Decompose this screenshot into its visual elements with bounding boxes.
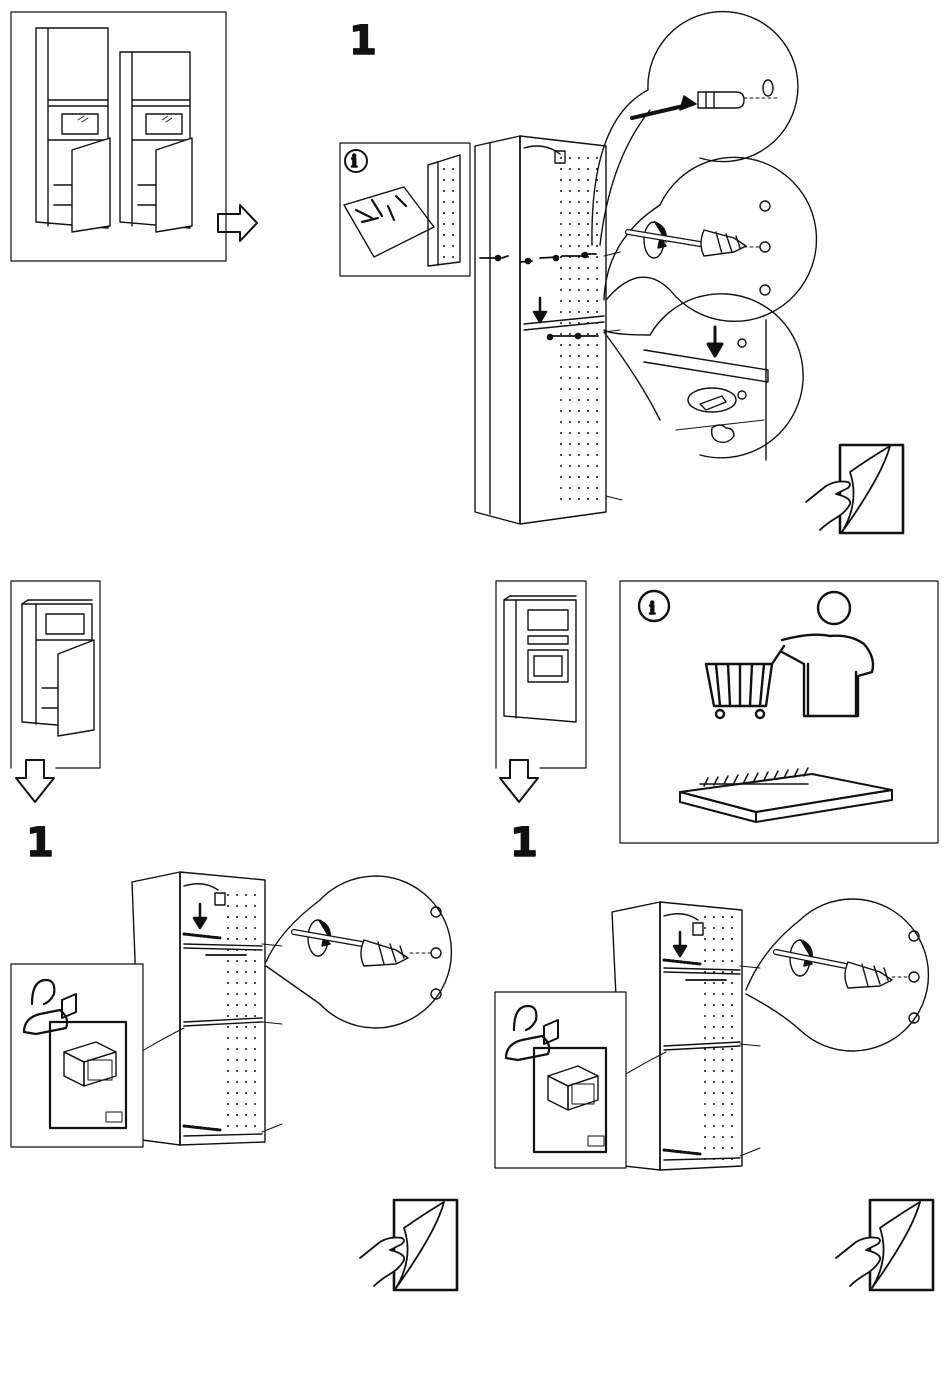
step-number-left: 1 xyxy=(26,820,54,866)
cabinet-frame-main xyxy=(475,136,622,524)
detail-screw-insertion xyxy=(746,899,928,1051)
arrow-down-outline-icon xyxy=(16,760,54,802)
tall-cabinet-illustration xyxy=(120,52,192,232)
arrow-right-icon xyxy=(218,205,257,241)
turn-page-icon xyxy=(836,1200,933,1290)
detail-shelf-support xyxy=(604,294,803,460)
detail-screw-insertion xyxy=(266,876,451,1028)
arrow-down-icon xyxy=(708,327,722,356)
cabinet-frame-oven-left xyxy=(132,872,282,1145)
overview-panel-oven-cabinet-right xyxy=(496,581,586,768)
turn-page-icon xyxy=(360,1200,457,1290)
arrow-down-outline-icon xyxy=(500,760,538,802)
oven-purchase-reference-left xyxy=(11,964,184,1147)
step-number-top: 1 xyxy=(349,18,377,64)
turn-page-icon xyxy=(806,445,903,533)
arrow-down-icon xyxy=(674,932,686,956)
cabinet-frame-thumbnail xyxy=(428,155,460,266)
cabinet-frame-oven-right xyxy=(612,902,760,1170)
arrow-down-icon xyxy=(534,298,546,322)
overview-panel-tall-cabinets xyxy=(11,12,226,261)
info-icon: i xyxy=(351,152,358,172)
detail-screw-insertion xyxy=(604,157,816,321)
shopping-person-icon xyxy=(706,592,873,718)
hardware-bag-icon xyxy=(344,187,434,257)
arrow-down-icon xyxy=(194,904,206,928)
oven-purchase-reference-right xyxy=(495,992,666,1168)
plinth-panel-icon xyxy=(680,768,892,822)
info-box-buy-plinth: i xyxy=(620,581,938,843)
overview-panel-oven-cabinet-left xyxy=(11,581,100,768)
tall-cabinet-illustration xyxy=(36,28,110,232)
info-icon: i xyxy=(649,599,656,619)
step-number-right: 1 xyxy=(510,820,538,866)
info-box-hardware: i xyxy=(340,143,470,276)
